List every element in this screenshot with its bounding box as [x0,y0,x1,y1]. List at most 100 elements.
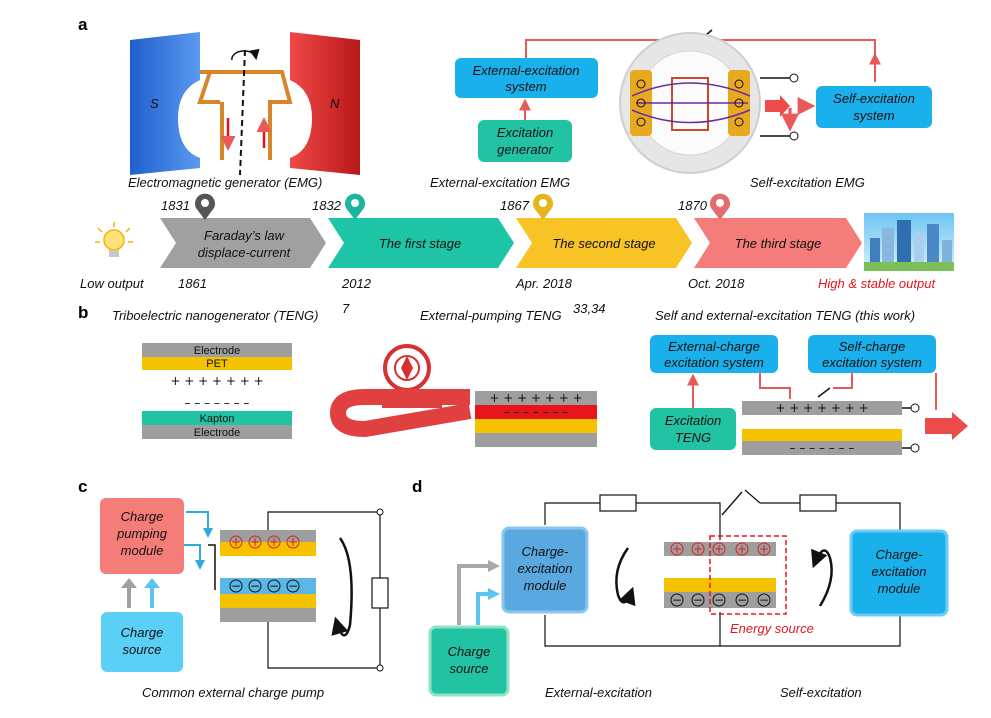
panel-b-label: b [78,303,88,322]
dot-symbol-icon [636,117,646,127]
d-charge-source-box [428,625,510,697]
stack-top-electrode [742,401,902,415]
stage-0-year-top: 1831 [161,198,190,213]
c-terminal-bottom [376,664,384,672]
d-negative-charges: − − − − − [670,593,771,607]
d-ext-caption: External-excitation [545,685,652,700]
pumping-module-line3: module [121,543,164,558]
d-positive-charges: + + + + + [670,542,771,556]
ext-system-line1: External-excitation [473,63,580,78]
stack-terminal-top [910,403,920,413]
svg-text:+: + [231,535,241,549]
panel-a-label: a [78,15,88,34]
pump-top-charges: + + + + + + + [489,391,582,405]
stage-2-year-top: 1867 [500,198,530,213]
ext-to-stack-line [759,373,791,399]
d-left-module-line2: excitation [518,561,573,576]
stage-3-year-top: 1870 [678,198,708,213]
dot-symbol-icon [636,98,646,108]
svg-text:+: + [250,535,260,549]
magnet-n [290,32,360,175]
pet-label: PET [206,358,228,370]
d-dielectric [664,578,776,592]
svg-text:−: − [250,579,260,593]
d-right-current-loop-icon [811,548,833,607]
svg-text:+: + [714,542,724,556]
svg-text:+: + [737,542,747,556]
lightbulb-icon [95,222,133,257]
pump-line-mid [184,544,201,562]
c-circuit-bottom [267,608,381,669]
c-bottom-electrode [220,608,316,622]
self-emg-caption: Self-excitation EMG [750,175,865,190]
pin-icon-0 [195,193,216,220]
output-arrow-icon [765,95,790,117]
switch-icon [817,387,831,398]
svg-text:+: + [672,542,682,556]
c-top-electrode [220,530,316,544]
positive-charge-row: + + + + + + + [170,374,263,388]
self-system-line2: system [853,108,894,123]
pump-outlet [382,396,442,408]
excitation-teng-box [650,408,736,450]
city-icon [864,213,954,271]
teng-caption: Triboelectric nanogenerator (TENG) [112,308,318,323]
emg-caption: Electromagnetic generator (EMG) [128,175,322,190]
d-right-module-line1: Charge- [876,547,924,562]
pump-wire [208,544,216,590]
excitation-teng-line2: TENG [675,430,711,445]
excitation-generator-box [478,120,572,162]
cross-symbol-icon [734,117,744,127]
stage-1-label: The first stage [379,236,461,251]
d-blue-feed [476,592,490,625]
c-load-resistor [371,577,389,609]
charge-pump-icon [383,344,431,392]
timeline-stage-0 [160,218,326,268]
d-left-module-line1: Charge- [522,544,570,559]
excitation-generator-line1: Excitation [497,125,553,140]
charge-source-line1: Charge [121,625,164,640]
timeline-stage-2 [516,218,692,268]
pumping-module-line2: pumping [116,526,168,541]
stage-0-label-line2: displace-current [198,245,292,260]
pump-dielectric [475,419,597,433]
c-top-dielectric [220,542,316,556]
charge-pumping-module-box [100,498,184,574]
self-charge-line2: excitation system [822,355,922,370]
d-circuit-bottom [544,615,901,647]
d-left-module-line3: module [524,578,567,593]
magnet-s [130,32,200,175]
d-resistor-right [799,494,837,512]
svg-text:−: − [672,593,682,607]
stage-2-year-bottom: Apr. 2018 [515,276,573,291]
electrode-top-label: Electrode [194,345,240,357]
field-lines [631,82,751,124]
d-right-module-line3: module [878,581,921,596]
external-charge-excitation-box [650,335,778,373]
svg-text:−: − [693,593,703,607]
pin-icon-2 [533,193,553,220]
svg-text:−: − [759,593,769,607]
output-arrow-icon [925,412,968,440]
kapton-layer [142,411,292,425]
cross-symbol-icon [734,79,744,89]
c-current-loop-icon [331,537,353,637]
svg-text:−: − [288,579,298,593]
stage-0-label-line1: Faraday’s law [204,228,286,243]
c-caption: Common external charge pump [142,685,324,700]
rotation-arrow-icon [231,48,260,61]
svg-text:+: + [759,542,769,556]
grey-arrow-head-icon [121,578,137,588]
pump-top-electrode [475,391,597,405]
blue-arrow-head-icon [144,578,160,588]
self-charge-excitation-box [808,335,936,373]
stage-1-year-bottom: 2012 [341,276,372,291]
negative-charge-row: – – – – – – – [185,396,250,410]
c-terminal-top [376,508,384,516]
self-to-stack-line [833,373,853,389]
svg-text:+: + [269,535,279,549]
pump-line-top [186,511,209,530]
d-circuit-top [544,489,901,540]
ext-charge-line2: excitation system [664,355,764,370]
